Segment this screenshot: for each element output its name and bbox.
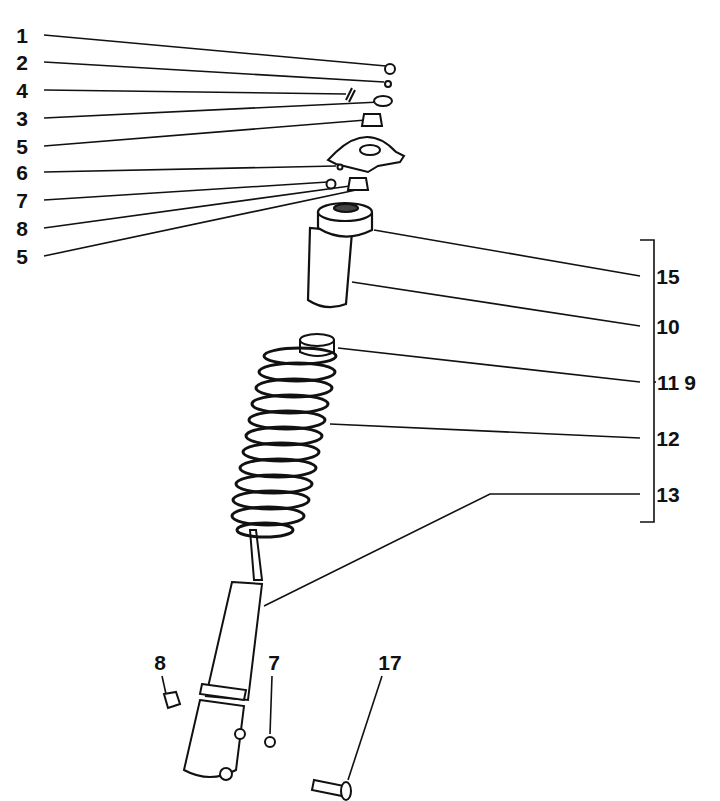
- nut: [164, 692, 180, 708]
- leader-line: [44, 120, 366, 146]
- leader-line: [348, 676, 382, 780]
- top-cup-hole: [334, 204, 358, 212]
- dust-cover: [308, 203, 372, 307]
- leader-line: [44, 102, 380, 118]
- leader-line: [44, 35, 386, 66]
- leader-line: [374, 230, 640, 276]
- callout-number: 6: [15, 162, 29, 183]
- lower-eye: [184, 700, 244, 777]
- leader-line: [338, 348, 640, 382]
- rubber-bush: [348, 178, 368, 190]
- leader-line: [44, 186, 350, 228]
- bolt-head: [341, 782, 351, 800]
- callout-number: 12: [655, 428, 680, 449]
- leader-line: [330, 424, 640, 438]
- top-cup-rim: [318, 203, 372, 221]
- spring-cap-top: [300, 334, 334, 346]
- nut: [385, 64, 395, 74]
- leader-line: [44, 166, 336, 172]
- coil-spring: [232, 348, 336, 537]
- shock-body: [164, 530, 351, 800]
- damper-collar: [200, 684, 246, 700]
- leader-line: [270, 676, 272, 734]
- callout-number: 5: [15, 136, 29, 157]
- callout-number: 2: [15, 52, 29, 73]
- washer: [374, 96, 392, 106]
- leader-line: [44, 62, 384, 82]
- small-parts: [327, 64, 405, 190]
- group-bracket: [640, 240, 654, 522]
- callout-number: 1: [15, 25, 29, 46]
- leader-line: [44, 182, 328, 200]
- mount-hole: [360, 145, 380, 155]
- washer: [338, 165, 343, 170]
- rubber-bush: [362, 114, 382, 126]
- callout-number: 4: [15, 80, 29, 101]
- callout-number: 15: [655, 266, 680, 287]
- leader-lines: [44, 35, 666, 780]
- nut: [327, 180, 336, 189]
- dust-cover-tube: [308, 228, 352, 307]
- washer: [265, 737, 275, 747]
- callout-number: 5: [15, 246, 29, 267]
- callout-number: 3: [15, 108, 29, 129]
- leader-line: [264, 494, 640, 606]
- callout-number: 8: [153, 652, 167, 673]
- callout-number: 10: [655, 316, 680, 337]
- damper-tube: [206, 582, 262, 700]
- callout-number: 17: [377, 652, 402, 673]
- washer: [385, 81, 391, 87]
- callout-number: 7: [15, 190, 29, 211]
- callout-number: 13: [655, 484, 680, 505]
- cotter-pin: [346, 88, 355, 102]
- lower-eye-boss: [235, 729, 245, 739]
- bolt-shank: [312, 780, 344, 796]
- mount-plate: [328, 137, 404, 172]
- leader-line: [352, 282, 640, 326]
- callout-number: 8: [15, 218, 29, 239]
- leader-line: [44, 90, 346, 94]
- callout-number: 9: [683, 372, 697, 393]
- lower-eye-bush: [220, 768, 232, 780]
- callout-number: 7: [267, 652, 281, 673]
- leader-line: [162, 676, 166, 694]
- callout-number: 11: [656, 372, 680, 393]
